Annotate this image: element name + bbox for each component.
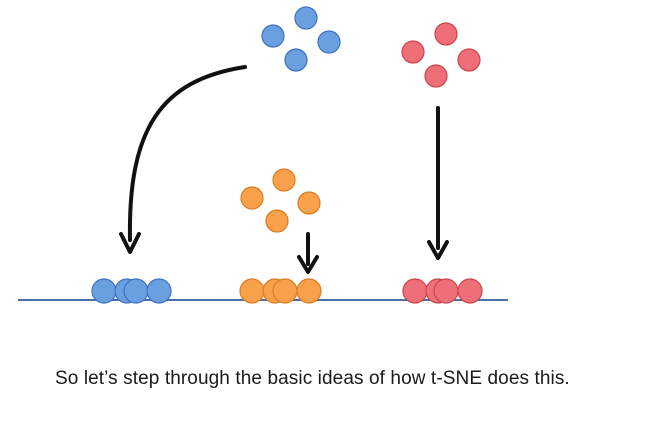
blue-cluster-2d (261, 6, 341, 72)
blue-point (317, 30, 341, 54)
blue-point (284, 48, 308, 72)
red-point (457, 48, 481, 72)
red-arrow (427, 106, 449, 260)
orange-point (272, 168, 296, 192)
orange-point (240, 186, 264, 210)
orange-point (265, 209, 289, 233)
orange-cluster-2d (240, 168, 321, 233)
red-point (434, 22, 458, 46)
orange-point (296, 278, 322, 304)
blue-cluster-1d (91, 278, 172, 304)
blue-point (294, 6, 318, 30)
red-cluster-2d (401, 22, 481, 88)
orange-arrow (297, 232, 319, 274)
red-point (433, 278, 459, 304)
slide-caption: So let’s step through the basic ideas of… (55, 368, 570, 389)
red-point (457, 278, 483, 304)
blue-arrow (119, 65, 247, 254)
red-point (424, 64, 448, 88)
orange-cluster-1d (239, 278, 322, 304)
blue-point (91, 278, 117, 304)
red-cluster-1d (402, 278, 483, 304)
red-point (402, 278, 428, 304)
orange-point (297, 191, 321, 215)
red-point (401, 40, 425, 64)
blue-point (261, 24, 285, 48)
orange-point (239, 278, 265, 304)
blue-point (146, 278, 172, 304)
blue-point (123, 278, 149, 304)
orange-point (272, 278, 298, 304)
